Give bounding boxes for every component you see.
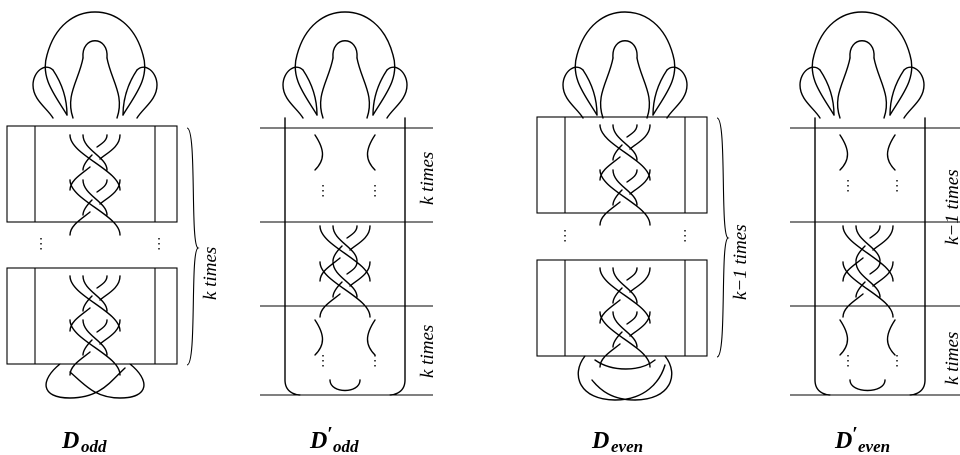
panel-d-even-prime: ⋮ ⋮ ⋮ ⋮ k−1 times k times D ′ even — [790, 11, 960, 455]
caption-main: D — [309, 428, 327, 454]
label-k-times-upper: k times — [417, 152, 438, 205]
caption-sub: odd — [81, 437, 107, 455]
caption-main: D — [591, 428, 609, 454]
caption-prime: ′ — [327, 423, 333, 445]
ellipsis-left: ⋮ — [558, 228, 572, 244]
box-lower — [536, 259, 708, 357]
caption-sub: odd — [333, 437, 359, 455]
ellipsis: ⋮ — [368, 183, 382, 199]
ellipsis: ⋮ — [316, 183, 330, 199]
panel-d-odd: ⋮ ⋮ k times D odd — [6, 11, 221, 455]
caption-prime: ′ — [852, 423, 858, 445]
panel-d-even: ⋮ ⋮ k−1 times D even — [536, 11, 751, 455]
ellipsis-right: ⋮ — [152, 236, 166, 252]
panel-d-odd-prime: ⋮ ⋮ ⋮ ⋮ k times k times D ′ odd — [260, 11, 438, 455]
caption-sub: even — [611, 437, 643, 455]
ellipsis-right: ⋮ — [678, 228, 692, 244]
ellipsis: ⋮ — [890, 178, 904, 194]
box-lower — [6, 267, 178, 365]
box-upper — [6, 125, 178, 223]
label-k-times: k times — [200, 247, 221, 300]
ellipsis: ⋮ — [890, 353, 904, 369]
ellipsis: ⋮ — [368, 353, 382, 369]
label-k-times-lower: k times — [417, 325, 438, 378]
ellipsis: ⋮ — [316, 353, 330, 369]
caption-main: D — [61, 428, 79, 454]
label-k-minus-1-times: k−1 times — [730, 224, 751, 300]
ellipsis-left: ⋮ — [34, 236, 48, 252]
box-upper — [536, 116, 708, 214]
label-k-times: k times — [942, 332, 960, 385]
caption-sub: even — [858, 437, 890, 455]
caption-main: D — [834, 428, 852, 454]
ellipsis: ⋮ — [841, 353, 855, 369]
label-k-minus-1-times: k−1 times — [942, 169, 960, 245]
ellipsis: ⋮ — [841, 178, 855, 194]
